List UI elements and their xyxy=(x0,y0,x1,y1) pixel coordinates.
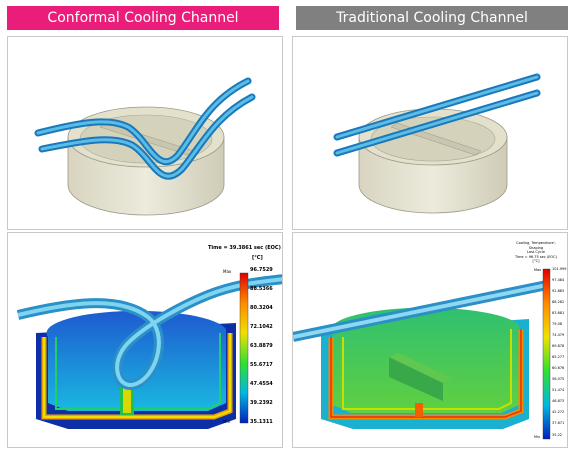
traditional-header: Traditional Cooling Channel xyxy=(296,6,568,30)
scale-tick: 35.22 xyxy=(552,433,563,437)
scale-tick: 51.474 xyxy=(552,388,565,392)
scale-tick: 56.075 xyxy=(552,377,565,381)
scale-tick: 37.671 xyxy=(552,421,565,425)
scale-tick: 46.873 xyxy=(552,399,565,403)
traditional-temperature-result: Cooling, Temperature'-Shaping Last Cycle… xyxy=(292,232,568,448)
time-label: Time = 96.75 sec (EOC) xyxy=(514,254,557,259)
scale-tick: 72.1042 xyxy=(250,324,273,330)
scale-tick: 39.2392 xyxy=(250,400,273,406)
scale-tick: 92.883 xyxy=(552,289,565,293)
scale-tick: 80.3204 xyxy=(250,305,273,311)
scale-tick: 65.277 xyxy=(552,355,565,359)
scale-tick: 47.4554 xyxy=(250,381,273,387)
scale-tick: 83.681 xyxy=(552,311,565,315)
result-legend-header: Cooling, Temperature'-Shaping Last Cycle… xyxy=(511,241,561,264)
traditional-temperature-plot xyxy=(293,268,551,440)
scale-tick: 97.484 xyxy=(552,278,565,282)
scale-tick: 35.1311 xyxy=(250,419,273,425)
conformal-3d-illustration xyxy=(34,77,256,216)
scale-tick: 74.479 xyxy=(552,333,565,337)
conformal-3d-view xyxy=(7,36,283,230)
scale-tick: 96.7529 xyxy=(250,267,273,273)
min-label: Min xyxy=(534,435,541,439)
scale-tick: 60.676 xyxy=(552,366,565,370)
legend-title-line1: Cooling, Temperature'-Shaping xyxy=(516,241,556,250)
traditional-3d-view xyxy=(292,36,568,230)
max-label: Max xyxy=(534,268,542,272)
scale-tick: 88.282 xyxy=(552,300,565,304)
max-label: Max xyxy=(223,269,232,274)
scale-tick: 79.08 xyxy=(552,322,563,326)
time-label: Time = 39.3861 sec (EOC) xyxy=(208,245,281,251)
scale-tick: 55.6717 xyxy=(250,362,273,368)
conformal-header: Conformal Cooling Channel xyxy=(7,6,279,30)
min-label: Min xyxy=(223,419,231,424)
unit-label: [°C] xyxy=(252,255,263,261)
conformal-temperature-result: Time = 39.3861 sec (EOC) [°C] Max Min 96… xyxy=(7,232,283,448)
scale-tick: 69.878 xyxy=(552,344,565,348)
scale-tick: 63.8879 xyxy=(250,343,273,349)
scale-tick: 42.272 xyxy=(552,410,565,414)
scale-tick: 101.999 xyxy=(552,267,567,271)
legend-title-line2: Last Cycle xyxy=(527,250,545,254)
conformal-temperature-plot xyxy=(16,272,282,429)
scale-tick: 88.5366 xyxy=(250,286,273,292)
traditional-3d-illustration xyxy=(333,73,541,214)
unit-label: [°C] xyxy=(532,259,540,263)
